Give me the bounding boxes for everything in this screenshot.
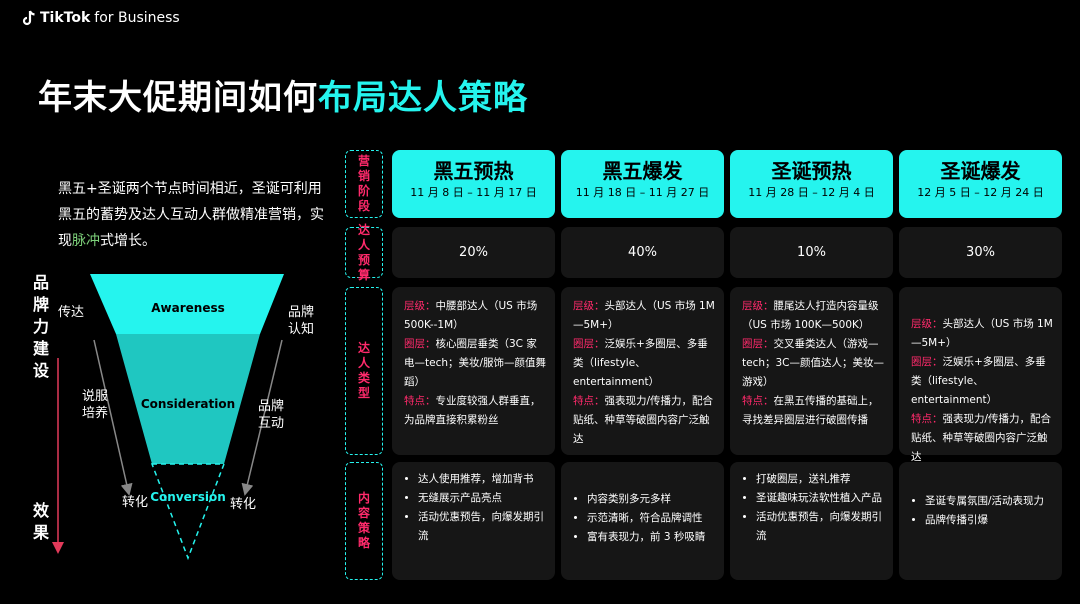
kol-feature: 特点：在黑五传播的基础上，寻找差异圈层进行破圈传播 — [742, 395, 879, 426]
phase-header-4: 圣诞爆发 12 月 5 日 – 12 月 24 日 — [899, 150, 1062, 218]
phase-header-1: 黑五预热 11 月 8 日 – 11 月 17 日 — [392, 150, 555, 218]
budget-cell-4: 30% — [899, 227, 1062, 278]
funnel-bottom-axis-label: 效果 — [32, 501, 49, 542]
kol-level: 层级：腰尾达人打造内容量级（US 市场 100K—500K） — [742, 300, 879, 331]
content-cell-4: 圣诞专属氛围/活动表现力 品牌传播引爆 — [899, 462, 1062, 580]
logo-suffix: for Business — [94, 10, 180, 26]
funnel-right-label-3: 转化 — [230, 497, 257, 512]
kol-circle: 圈层：泛娱乐+多圈层、多垂类（lifestyle、entertainment） — [911, 356, 1046, 406]
list-item: 活动优惠预告，向爆发期引流 — [756, 508, 887, 546]
intro-text: 黑五+圣诞两个节点时间相近，圣诞可利用黑五的蓄势及达人互动人群做精准营销，实现脉… — [58, 176, 328, 254]
kol-cell-3: 层级：腰尾达人打造内容量级（US 市场 100K—500K） 圈层：交叉垂类达人… — [730, 287, 893, 455]
kol-circle: 圈层：交叉垂类达人（游戏—tech；3C—颜值达人；美妆—游戏） — [742, 338, 885, 388]
list-item: 打破圈层，送礼推荐 — [756, 470, 887, 489]
funnel-graphic — [52, 274, 284, 561]
row-label-phase: 营销阶段 — [345, 150, 383, 218]
kol-level: 层级：中腰部达人（US 市场 500K--1M） — [404, 300, 538, 331]
row-label-budget: 达人预算 — [345, 223, 383, 282]
funnel-conversion-band — [150, 463, 226, 561]
title-plain: 年末大促期间如何 — [38, 78, 318, 118]
funnel-consideration-band — [116, 334, 260, 464]
tiktok-logo: TikTok for Business — [22, 10, 180, 26]
intro-part2: 式增长。 — [100, 233, 156, 249]
content-cell-1: 达人使用推荐，增加背书 无缝展示产品亮点 活动优惠预告，向爆发期引流 — [392, 462, 555, 580]
title-highlight: 布局达人策略 — [318, 78, 528, 118]
intro-highlight: 脉冲 — [72, 233, 100, 249]
kol-cell-2: 层级：头部达人（US 市场 1M—5M+） 圈层：泛娱乐+多圈层、多垂类（lif… — [561, 287, 724, 455]
phase-dates: 11 月 18 日 – 11 月 27 日 — [575, 186, 710, 199]
phase-header-3: 圣诞预热 11 月 28 日 – 12 月 4 日 — [730, 150, 893, 218]
funnel-level-conversion: Conversion — [150, 490, 226, 504]
phase-name: 圣诞爆发 — [940, 159, 1021, 183]
funnel-left-axis-label: 品牌力建设 — [32, 273, 49, 380]
budget-cell-2: 40% — [561, 227, 724, 278]
list-item: 活动优惠预告，向爆发期引流 — [418, 508, 549, 546]
phase-name: 黑五预热 — [433, 159, 514, 183]
kol-feature: 特点：强表现力/传播力，配合贴纸、种草等破圈内容广泛触达 — [911, 413, 1052, 463]
list-item: 富有表现力，前 3 秒吸睛 — [587, 528, 718, 547]
phase-dates: 11 月 28 日 – 12 月 4 日 — [748, 186, 875, 199]
list-item: 圣诞趣味玩法软性植入产品 — [756, 489, 887, 508]
kol-level: 层级：头部达人（US 市场 1M—5M+） — [911, 318, 1053, 349]
kol-circle: 圈层：泛娱乐+多圈层、多垂类（lifestyle、entertainment） — [573, 338, 708, 388]
list-item: 达人使用推荐，增加背书 — [418, 470, 549, 489]
phase-dates: 12 月 5 日 – 12 月 24 日 — [917, 186, 1044, 199]
intro-part1: 黑五+圣诞两个节点时间相近，圣诞可利用黑五的蓄势及达人互动人群做精准营销，实现 — [58, 181, 324, 249]
funnel-left-label-2: 说服 培养 — [82, 389, 109, 421]
list-item: 示范清晰，符合品牌调性 — [587, 509, 718, 528]
row-label-content: 内容策略 — [345, 462, 383, 580]
page-title: 年末大促期间如何布局达人策略 — [38, 70, 528, 119]
kol-circle: 圈层：核心圈层垂类（3C 家电—tech；美妆/服饰—颜值舞蹈） — [404, 338, 547, 388]
phase-name: 黑五爆发 — [602, 159, 683, 183]
funnel-left-label-1: 传达 — [58, 305, 85, 320]
list-item: 无缝展示产品亮点 — [418, 489, 549, 508]
list-item: 品牌传播引爆 — [925, 511, 1056, 530]
kol-feature: 特点：强表现力/传播力，配合贴纸、种草等破圈内容广泛触达 — [573, 395, 714, 445]
right-flow-arrow — [241, 339, 283, 496]
funnel-left-label-3: 转化 — [122, 495, 149, 510]
funnel-level-consideration: Consideration — [140, 397, 236, 411]
kol-cell-4: 层级：头部达人（US 市场 1M—5M+） 圈层：泛娱乐+多圈层、多垂类（lif… — [899, 287, 1062, 463]
kol-level: 层级：头部达人（US 市场 1M—5M+） — [573, 300, 715, 331]
phase-dates: 11 月 8 日 – 11 月 17 日 — [410, 186, 537, 199]
kol-cell-1: 层级：中腰部达人（US 市场 500K--1M） 圈层：核心圈层垂类（3C 家电… — [392, 287, 555, 455]
budget-cell-1: 20% — [392, 227, 555, 278]
tiktok-note-icon — [22, 10, 35, 26]
content-cell-2: 内容类别多元多样 示范清晰，符合品牌调性 富有表现力，前 3 秒吸睛 — [561, 462, 724, 580]
phase-name: 圣诞预热 — [771, 159, 852, 183]
marketing-funnel: 品牌力建设 效果 Awareness Consideration Convers… — [20, 268, 340, 600]
funnel-awareness-band — [90, 274, 284, 334]
list-item: 圣诞专属氛围/活动表现力 — [925, 492, 1056, 511]
row-label-kol: 达人类型 — [345, 287, 383, 455]
kol-feature: 特点：专业度较强人群垂直，为品牌直接积累粉丝 — [404, 395, 541, 426]
funnel-right-label-1: 品牌 认知 — [288, 305, 315, 337]
logo-brand: TikTok — [40, 10, 91, 26]
list-item: 内容类别多元多样 — [587, 490, 718, 509]
budget-cell-3: 10% — [730, 227, 893, 278]
funnel-level-awareness: Awareness — [151, 301, 225, 315]
left-flow-arrow — [93, 339, 133, 496]
phase-header-2: 黑五爆发 11 月 18 日 – 11 月 27 日 — [561, 150, 724, 218]
content-cell-3: 打破圈层，送礼推荐 圣诞趣味玩法软性植入产品 活动优惠预告，向爆发期引流 — [730, 462, 893, 580]
funnel-right-label-2: 品牌 互动 — [258, 399, 285, 431]
